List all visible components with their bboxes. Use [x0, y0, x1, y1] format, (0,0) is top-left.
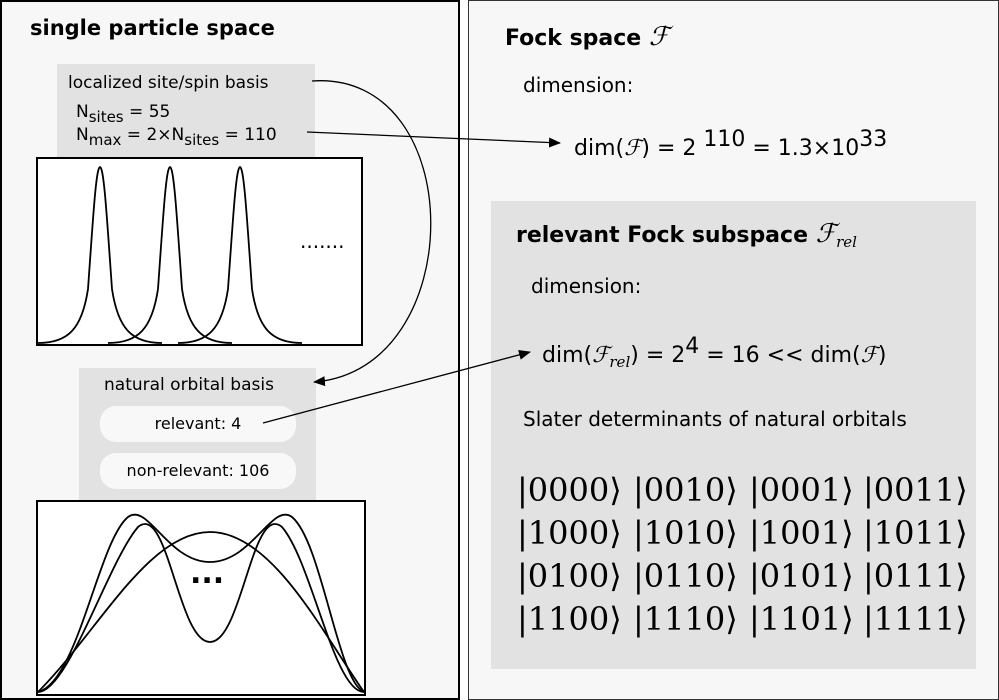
- ket: |1110⟩: [633, 600, 738, 638]
- single-particle-panel: single particle space localized site/spi…: [0, 0, 460, 700]
- ket: |0110⟩: [633, 557, 738, 595]
- localized-orbitals-plot: .......: [36, 157, 363, 346]
- fock-dimension-formula: dim(ℱ) = 2 110 = 1.3×1033: [574, 127, 888, 161]
- natural-dots: ...: [190, 556, 225, 591]
- fock-panel: Fock space ℱ dimension: dim(ℱ) = 2 110 =…: [468, 0, 999, 700]
- nonrelevant-pill: non-relevant: 106: [100, 453, 296, 489]
- nmax-line: Nmax = 2×Nsites = 110: [76, 125, 277, 149]
- natural-orbitals-plot: ...: [36, 500, 366, 696]
- gaussian-curves: [37, 166, 303, 344]
- natural-basis-title: natural orbital basis: [104, 375, 274, 395]
- relevant-dimension-label: dimension:: [531, 274, 642, 298]
- ket: |0011⟩: [863, 471, 968, 509]
- relevant-dimension-formula: dim(ℱrel) = 24 = 16 << dim(ℱ): [542, 334, 887, 371]
- relevant-subspace-box: relevant Fock subspace ℱrel dimension: d…: [491, 201, 976, 669]
- natural-orbital-curves: [37, 513, 365, 693]
- single-particle-title: single particle space: [30, 16, 275, 40]
- ket: |1011⟩: [863, 514, 968, 552]
- fock-symbol: ℱ: [648, 22, 670, 52]
- ket: |0101⟩: [749, 557, 854, 595]
- ket: |0111⟩: [863, 557, 968, 595]
- localized-basis-title: localized site/spin basis: [68, 73, 269, 93]
- ket: |1000⟩: [517, 514, 622, 552]
- ket: |1101⟩: [749, 600, 854, 638]
- nsites-line: Nsites = 55: [76, 102, 171, 126]
- natural-basis-box: natural orbital basis relevant: 4 non-re…: [79, 368, 316, 501]
- ket: |0001⟩: [749, 471, 854, 509]
- fock-dimension-label: dimension:: [523, 73, 634, 97]
- ket: |1100⟩: [517, 600, 622, 638]
- relevant-subspace-title: relevant Fock subspace ℱrel: [516, 219, 857, 251]
- ket: |0010⟩: [633, 471, 738, 509]
- ket: |0000⟩: [517, 471, 622, 509]
- ket: |1010⟩: [633, 514, 738, 552]
- ket: |1001⟩: [749, 514, 854, 552]
- ket: |0100⟩: [517, 557, 622, 595]
- ket: |1111⟩: [863, 600, 968, 638]
- slater-label: Slater determinants of natural orbitals: [523, 407, 907, 431]
- localized-dots: .......: [300, 229, 345, 253]
- relevant-pill: relevant: 4: [100, 406, 296, 442]
- fock-title: Fock space ℱ: [505, 22, 670, 52]
- localized-basis-box: localized site/spin basis Nsites = 55 Nm…: [57, 64, 315, 160]
